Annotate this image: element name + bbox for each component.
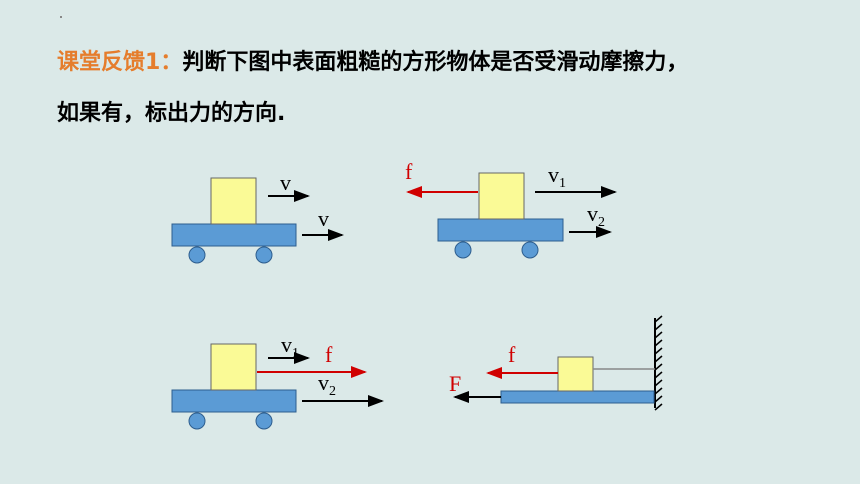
question-line-1: 课堂反馈1：判断下图中表面粗糙的方形物体是否受滑动摩擦力， [57,44,688,76]
wheel-3a [188,412,206,430]
question-line-2: 如果有，标出力的方向. [57,101,286,126]
label-f-3: f [325,342,333,367]
diagram-1: v v [171,170,344,264]
wheel-1b [255,246,273,264]
question-prefix: 课堂反馈1： [57,50,183,75]
wall-hatch-4 [654,315,663,411]
block-3 [210,343,257,391]
cart-2 [437,218,564,242]
diagram-2: f v1 v2 [405,159,617,259]
block-4 [557,356,594,392]
label-v2-2: v2 [587,201,605,230]
decorative-dot [60,16,62,18]
label-v-block-1: v [280,170,291,195]
label-f-2: f [405,159,413,184]
question-text-1: 判断下图中表面粗糙的方形物体是否受滑动摩擦力， [182,50,689,75]
wheel-2b [521,241,539,259]
label-f-4: f [508,342,516,367]
cart-3 [171,389,297,413]
diagram-4: f F [449,315,663,411]
cart-1 [171,223,297,247]
label-F-4: F [449,371,461,396]
wheel-2a [454,241,472,259]
wheel-1a [188,246,206,264]
label-v1-3: v1 [281,332,299,361]
wheel-3b [255,412,273,430]
diagram-3: v1 f v2 [171,332,384,430]
label-v2-3: v2 [318,370,336,399]
label-v1-2: v1 [548,162,566,191]
block-2 [478,172,525,220]
board-4 [500,390,655,404]
block-1 [210,177,257,225]
label-v-cart-1: v [318,206,329,231]
